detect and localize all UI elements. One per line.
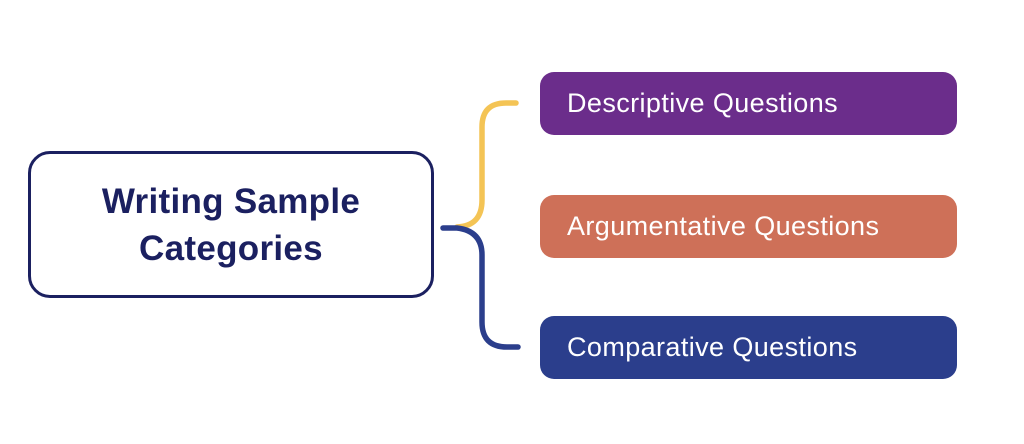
branch-label: Argumentative Questions [567,211,880,241]
root-title-line-2: Categories [139,228,323,268]
brace-top-curve [454,100,519,230]
branch-node-comparative-questions: Comparative Questions [540,316,957,379]
branch-label: Descriptive Questions [567,88,839,118]
branch-node-argumentative-questions: Argumentative Questions [540,195,957,258]
brace-connector [440,100,521,350]
branch-node-descriptive-questions: Descriptive Questions [540,72,957,135]
root-title-line-1: Writing Sample [101,181,361,221]
brace-bottom-curve [440,225,521,350]
branch-label: Comparative Questions [567,332,858,362]
root-node-writing-sample-categories: Writing Sample Categories [28,151,434,298]
